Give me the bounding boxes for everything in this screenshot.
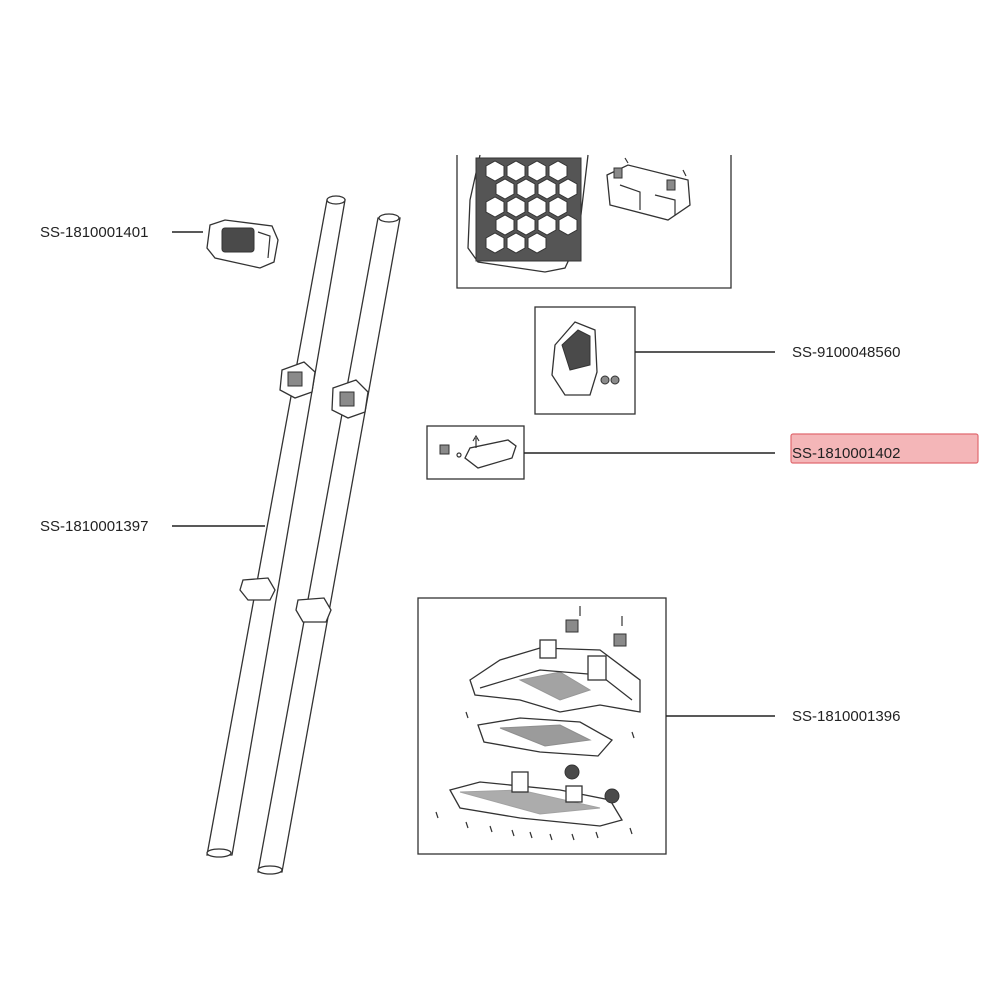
honeycomb-filter-icon: [475, 157, 582, 262]
part-label-1397[interactable]: SS-1810001397: [40, 518, 148, 535]
part-1402-icon: [439, 434, 517, 469]
part-label-1401[interactable]: SS-1810001401: [40, 224, 148, 241]
top-assembly-illustration: [456, 154, 732, 289]
pole-left-icon: [206, 195, 346, 858]
highlight-box-1402: [790, 433, 979, 464]
part-label-48560[interactable]: SS-9100048560: [792, 344, 900, 361]
part-label-1396[interactable]: SS-1810001396: [792, 708, 900, 725]
part-1396-icon: [435, 606, 641, 841]
part-label-1402[interactable]: SS-1810001402: [792, 445, 900, 462]
pole-right-icon: [257, 213, 401, 875]
part-1401-icon: [206, 219, 279, 269]
part-48560-icon: [551, 321, 620, 396]
bracket-part-icon: [606, 157, 691, 221]
